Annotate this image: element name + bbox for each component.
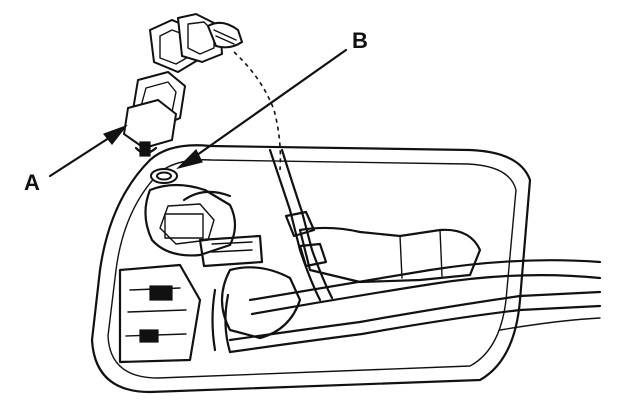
callout-label-b: B	[352, 28, 368, 53]
callout-b-leader	[176, 48, 348, 170]
electrical-connector	[122, 12, 244, 157]
o-ring-seal	[150, 168, 178, 184]
wire-harness	[228, 148, 602, 354]
callout-a-leader	[48, 124, 128, 178]
harness-route-line	[233, 51, 282, 171]
fuel-pump-assembly	[118, 183, 482, 364]
callout-label-a: A	[24, 170, 40, 195]
